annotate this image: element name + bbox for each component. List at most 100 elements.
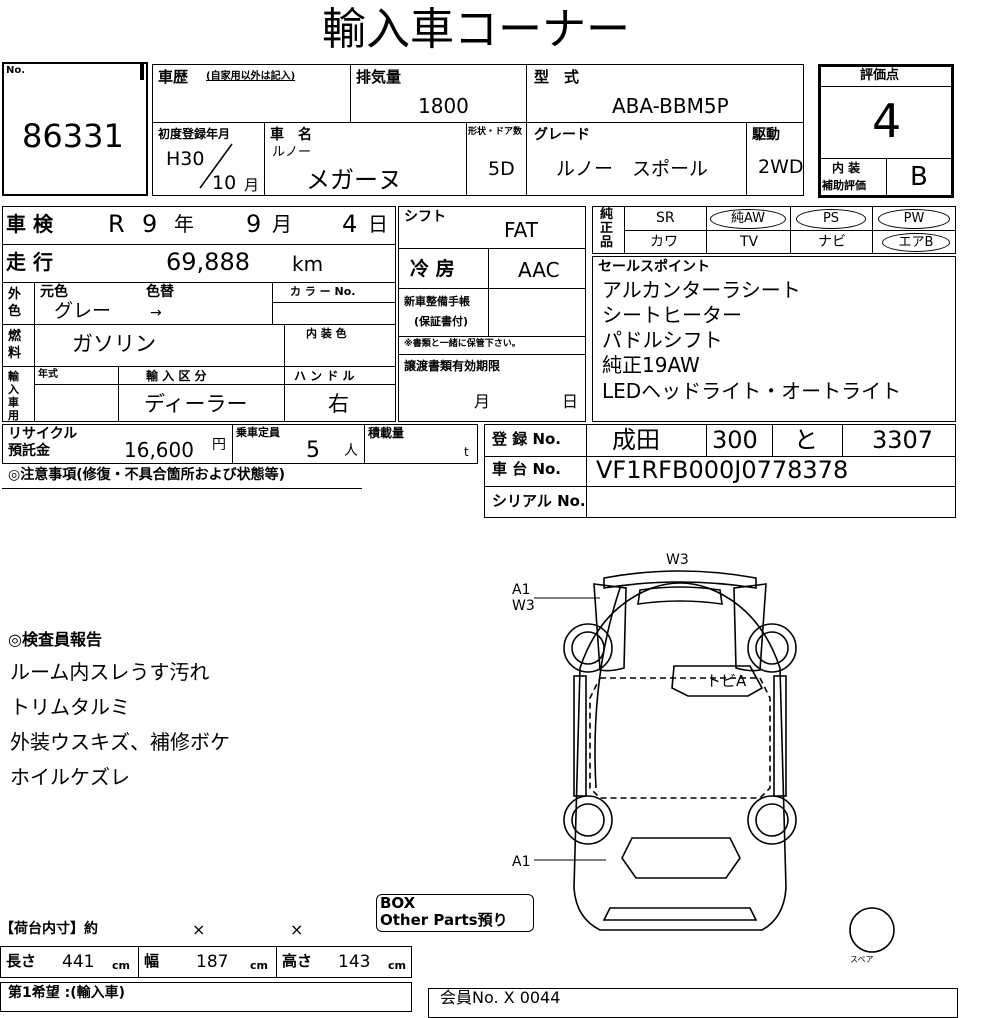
wheel-rear-left — [563, 623, 613, 673]
recycle-value: 16,600 — [124, 438, 194, 462]
handle-value: 右 — [328, 392, 349, 416]
length-unit: cm — [112, 959, 130, 972]
lot-no-label: No. — [6, 65, 26, 76]
registration-label: 初度登録年月 — [158, 127, 231, 141]
chassis-label: 車 台 No. — [492, 460, 562, 478]
exterior-side-label: 外色 — [8, 287, 22, 319]
import-type-label: 輸 入 区 分 — [146, 369, 207, 383]
car-maker: ルノー — [272, 145, 312, 160]
inspection-month-unit: 月 — [272, 212, 292, 236]
exterior-change-label: 色替 — [146, 284, 174, 300]
width-label: 幅 — [144, 952, 160, 970]
sales-point-5: LEDヘッドライト・オートライト — [602, 379, 902, 403]
left-fender-line — [594, 587, 621, 789]
inspection-label: 車 検 — [6, 212, 53, 236]
right-side-skirt — [773, 675, 787, 797]
manual-label-2: (保証書付) — [414, 315, 469, 328]
score-label: 評価点 — [860, 68, 900, 83]
lot-number: 86331 — [22, 117, 124, 155]
fuel-value: ガソリン — [72, 332, 156, 356]
height-value: 143 — [338, 952, 371, 972]
mark-w3-side: W3 — [512, 598, 535, 614]
transfer-month-unit: 月 — [474, 392, 491, 411]
transfer-day-unit: 日 — [562, 392, 579, 411]
option-tv: TV — [740, 234, 759, 250]
width-value: 187 — [196, 952, 229, 972]
sunroof — [671, 665, 764, 697]
exterior-change-value: → — [150, 305, 162, 321]
model-value: ABA-BBM5P — [612, 94, 729, 118]
vehicle-details-grid — [2, 206, 396, 422]
height-label: 高さ — [282, 952, 313, 970]
inspection-year: 9 — [142, 210, 158, 238]
registration-slash — [199, 143, 233, 189]
notes-label: ◎注意事項(修復・不具合箇所および状態等) — [8, 467, 286, 483]
import-side-label: 輸入車用 — [8, 370, 19, 422]
cargo-x2: × — [290, 920, 304, 939]
cabin-outline — [589, 677, 771, 799]
registration-year: H30 — [166, 148, 205, 170]
car-name: メガーヌ — [306, 166, 402, 194]
load-unit: t — [464, 445, 469, 459]
interior-color-label: 内 装 色 — [306, 327, 347, 340]
front-grille — [602, 907, 758, 921]
page-title: 輸入車コーナー — [322, 4, 630, 55]
option-genuine-aw: 純AW — [710, 209, 786, 229]
capacity-label: 乗車定員 — [236, 426, 280, 439]
inspector-item-3: 外装ウスキズ、補修ボケ — [10, 730, 230, 754]
spare-tire — [849, 907, 895, 953]
cargo-label: 【荷台内寸】約 — [0, 921, 98, 937]
left-side-skirt — [573, 675, 587, 797]
equipment-grid — [398, 206, 586, 422]
option-navi: ナビ — [818, 234, 846, 250]
genuine-label: 純正品 — [600, 207, 614, 250]
recycle-row — [2, 424, 478, 464]
car-diagram: W3 A1 W3 トビA A1 スペア — [512, 552, 895, 964]
manual-label-1: 新車整備手帳 — [404, 295, 470, 308]
ac-value: AAC — [518, 258, 560, 282]
mark-a1-front: A1 — [512, 854, 530, 870]
plate-number: 3307 — [872, 426, 934, 454]
load-label: 積載量 — [368, 426, 405, 440]
score-value: 4 — [872, 94, 902, 148]
recycle-label-2: 預託金 — [8, 443, 50, 459]
exterior-orig-value: グレー — [54, 300, 112, 322]
chassis-value: VF1RFB000J0778378 — [596, 456, 849, 484]
windshield — [621, 837, 741, 879]
sales-point-1: アルカンターラシート — [602, 278, 801, 302]
ac-label: 冷 房 — [410, 258, 455, 280]
sales-points-label: セールスポイント — [598, 259, 710, 275]
drive-label: 駆動 — [752, 127, 780, 143]
rear-bumper — [603, 570, 757, 589]
rear-window — [637, 586, 723, 605]
grade-label: グレード — [534, 127, 590, 143]
box-line-1: BOX — [380, 894, 416, 912]
inspection-month: 9 — [246, 210, 262, 238]
option-pw: PW — [878, 209, 950, 229]
option-airbag: エアB — [882, 233, 950, 252]
interior-score-label-1: 内 装 — [832, 161, 861, 175]
history-label: 車歴 — [158, 68, 189, 86]
mileage-unit: km — [292, 252, 324, 276]
history-note: (自家用以外は記入) — [206, 71, 296, 82]
inspection-era: R — [108, 210, 125, 238]
displacement-value: 1800 — [418, 94, 469, 118]
model-label: 型 式 — [534, 68, 580, 86]
drive-value: 2WD — [758, 156, 804, 178]
color-no-label: カ ラ ー No. — [290, 285, 356, 298]
import-type-value: ディーラー — [144, 392, 248, 416]
sales-points-box — [592, 256, 956, 422]
plate-place: 成田 — [612, 426, 660, 454]
plate-kana: と — [794, 426, 818, 454]
sales-point-2: シートヒーター — [602, 303, 742, 327]
shift-value: FAT — [504, 218, 539, 242]
grade-value: ルノー スポール — [556, 158, 709, 180]
mileage-value: 69,888 — [166, 248, 250, 276]
mileage-label: 走 行 — [6, 250, 53, 274]
capacity-unit: 人 — [344, 443, 358, 459]
body-label: 形状・ドア数 — [468, 127, 523, 137]
car-name-label: 車 名 — [270, 127, 312, 143]
manual-note: ※書類と一緒に保管下さい。 — [404, 339, 521, 349]
import-year-label: 年式 — [38, 369, 58, 380]
registration-month: 10 — [212, 172, 237, 194]
